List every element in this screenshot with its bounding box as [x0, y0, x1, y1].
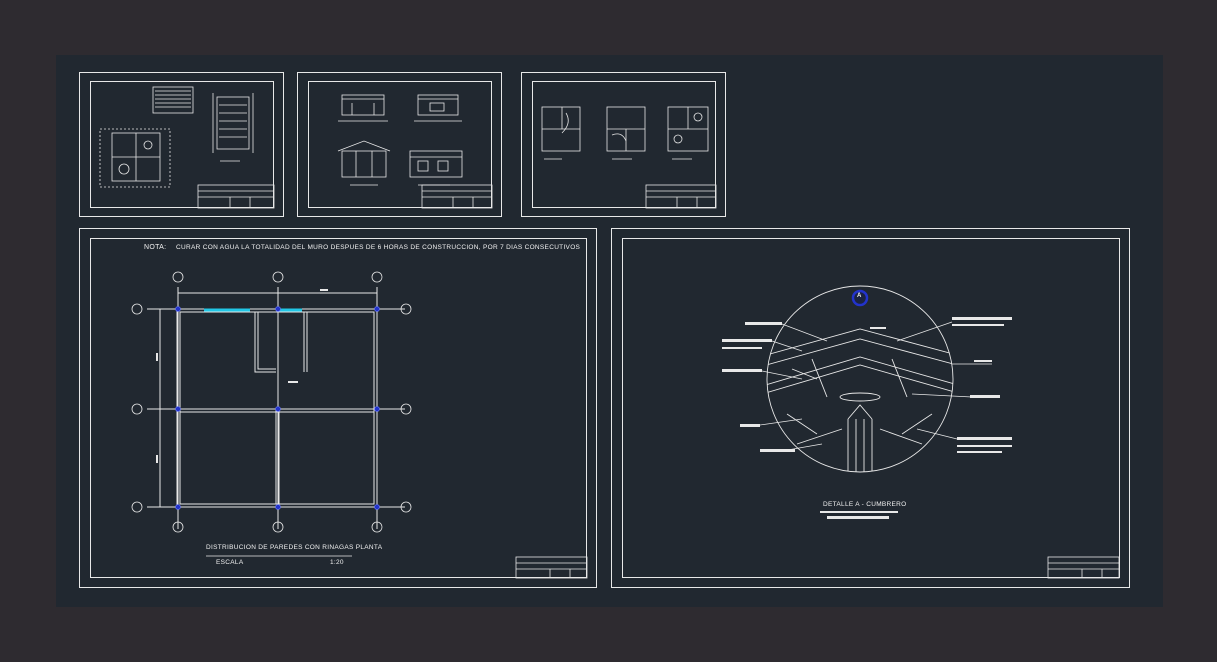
installations-drawing: [541, 106, 717, 209]
scale-value: 1:20: [330, 559, 344, 566]
ridge-detail-drawing: [722, 285, 1120, 579]
sheet-border: [532, 81, 716, 208]
sheet-border: [90, 238, 587, 578]
sheet-elevations-thumbnail[interactable]: [297, 72, 502, 217]
detail-title: DETALLE A - CUMBRERO: [823, 501, 907, 508]
elevations-drawing: [337, 94, 493, 209]
sheet-border: [90, 81, 274, 208]
sheet-ridge-detail[interactable]: A DETALLE A - CUMBRERO: [611, 228, 1130, 588]
model-space-canvas[interactable]: NOTA: CURAR CON AGUA LA TOTALIDAD DEL MU…: [56, 55, 1163, 607]
scale-label: ESCALA: [216, 559, 244, 566]
sheet-border: [308, 81, 492, 208]
note-label: NOTA:: [144, 244, 167, 251]
note-text: CURAR CON AGUA LA TOTALIDAD DEL MURO DES…: [176, 244, 581, 251]
wall-plan-drawing: [131, 271, 588, 579]
floor-plan-drawing: [99, 86, 275, 209]
sheet-wall-distribution-plan[interactable]: NOTA: CURAR CON AGUA LA TOTALIDAD DEL MU…: [79, 228, 597, 588]
sheet-installations-thumbnail[interactable]: [521, 72, 726, 217]
sheet-floor-plan-thumbnail[interactable]: [79, 72, 284, 217]
detail-marker-label: A: [857, 293, 862, 299]
sheet-border: [622, 238, 1120, 578]
drawing-title: DISTRIBUCION DE PAREDES CON RINAGAS PLAN…: [206, 544, 383, 551]
